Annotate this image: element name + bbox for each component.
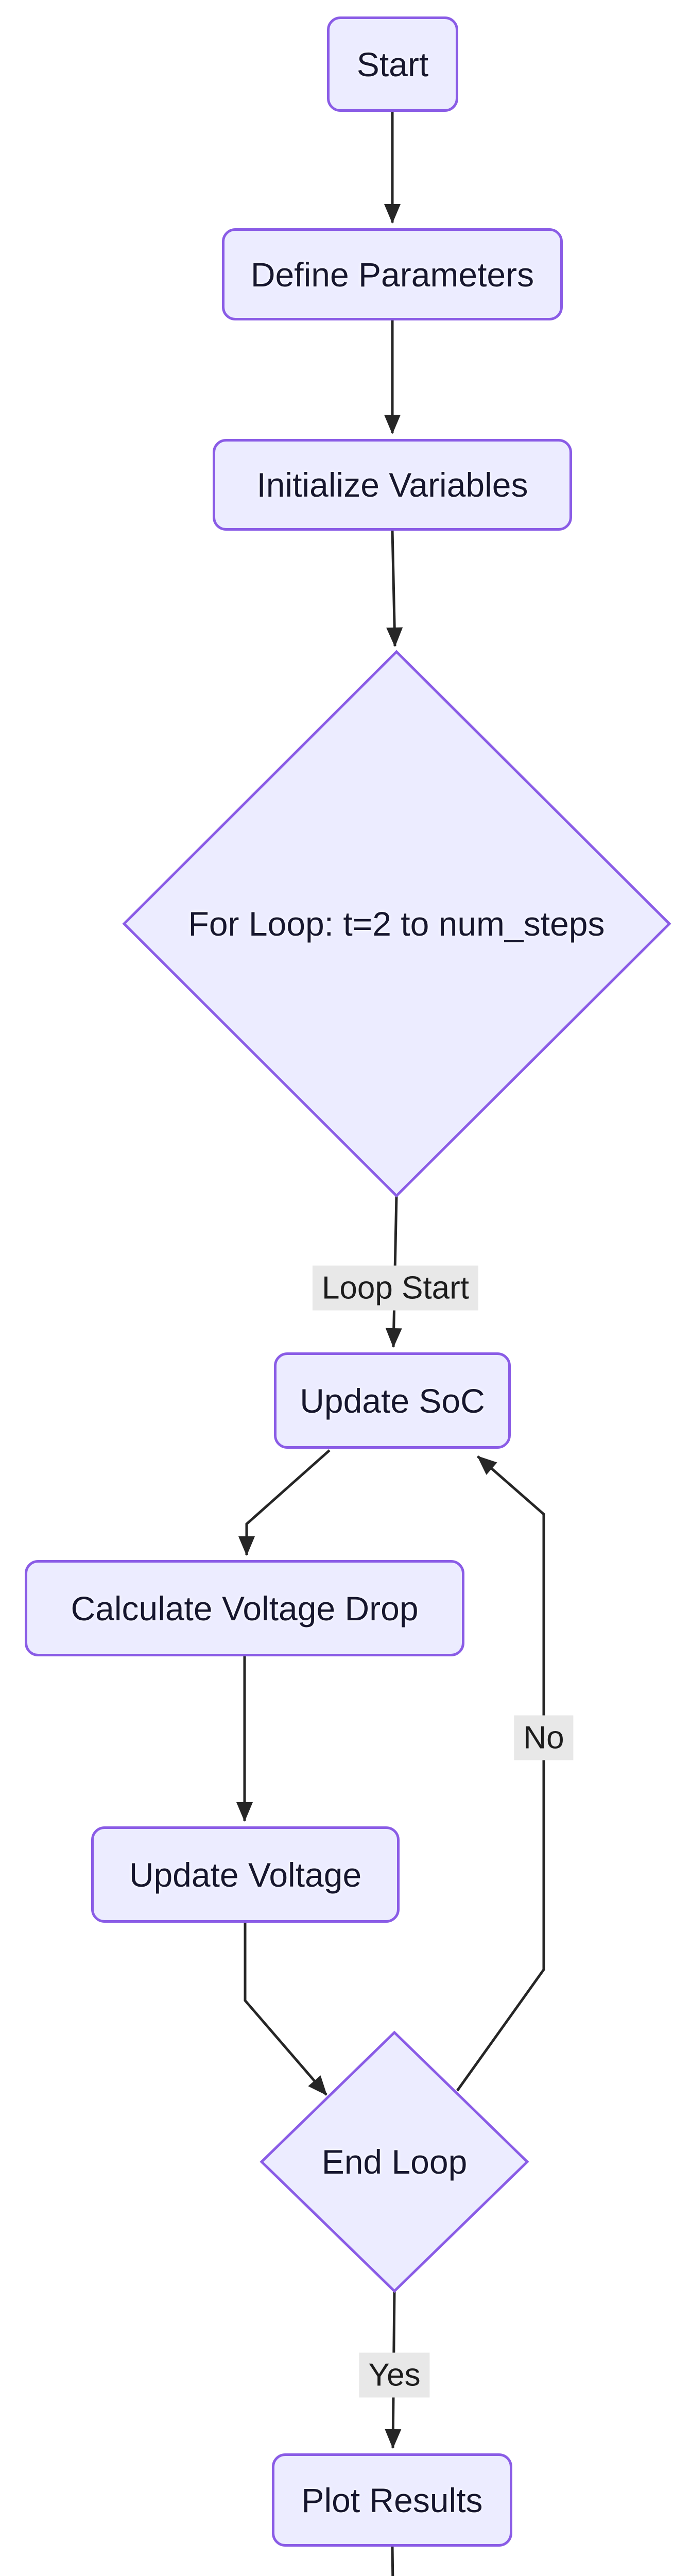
- edge-label-yes: Yes: [359, 2352, 430, 2398]
- for-loop-diamond-label: For Loop: t=2 to num_steps: [188, 905, 605, 943]
- for-loop-diamond: [122, 650, 671, 1198]
- edge-initialize-variables-to-for-loop: [386, 530, 403, 647]
- edge-update-soc-to-calculate-voltage-drop: [238, 1449, 331, 1556]
- node-calculate-voltage-drop: Calculate Voltage Drop: [25, 1560, 464, 1656]
- node-plot-results: Plot Results: [272, 2453, 512, 2547]
- end-loop-diamond-label: End Loop: [321, 2143, 468, 2181]
- end-loop-diamond: [260, 2030, 529, 2293]
- edge-label-loop-start: Loop Start: [312, 1265, 479, 1311]
- edge-update-voltage-to-end-loop: [244, 1923, 327, 2096]
- node-update-soc: Update SoC: [274, 1352, 511, 1449]
- node-update-voltage: Update Voltage: [91, 1826, 400, 1923]
- node-start: Start: [327, 16, 458, 112]
- edge-end-loop-no-to-update-soc: [456, 1455, 545, 2092]
- node-initialize-variables: Initialize Variables: [213, 439, 572, 531]
- edge-plot-results-to-end: [391, 2546, 394, 2576]
- edge-label-no: No: [514, 1715, 574, 1760]
- node-define-parameters: Define Parameters: [222, 228, 563, 320]
